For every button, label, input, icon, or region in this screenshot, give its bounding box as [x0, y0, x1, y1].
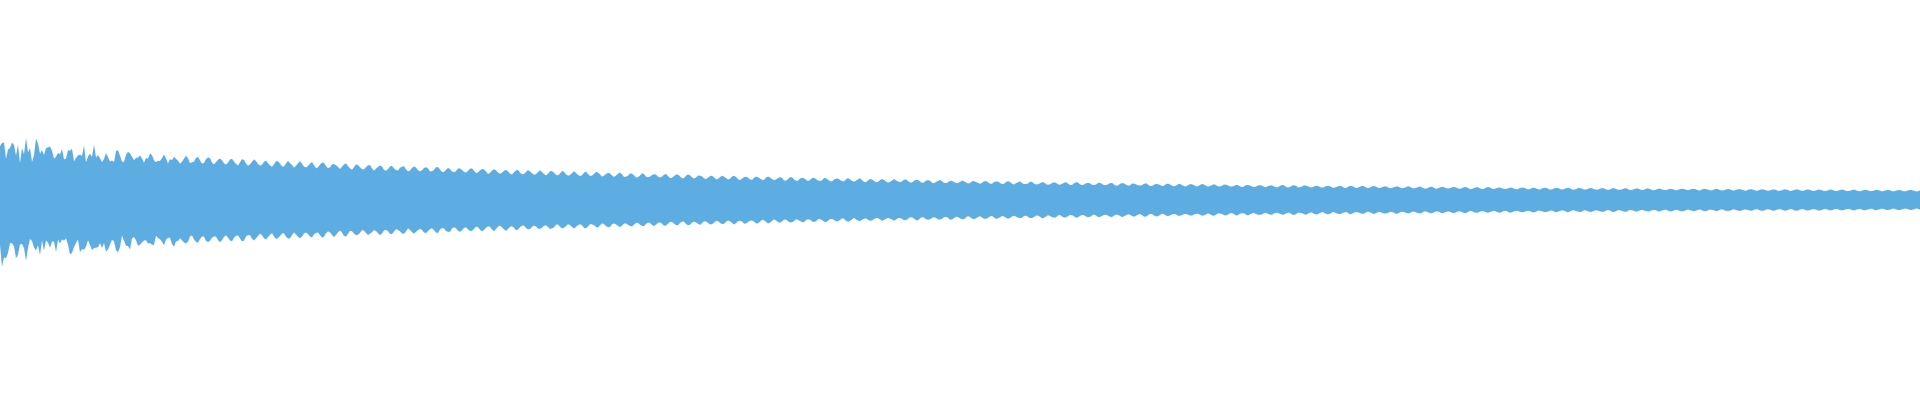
- waveform-shape: [0, 137, 1920, 267]
